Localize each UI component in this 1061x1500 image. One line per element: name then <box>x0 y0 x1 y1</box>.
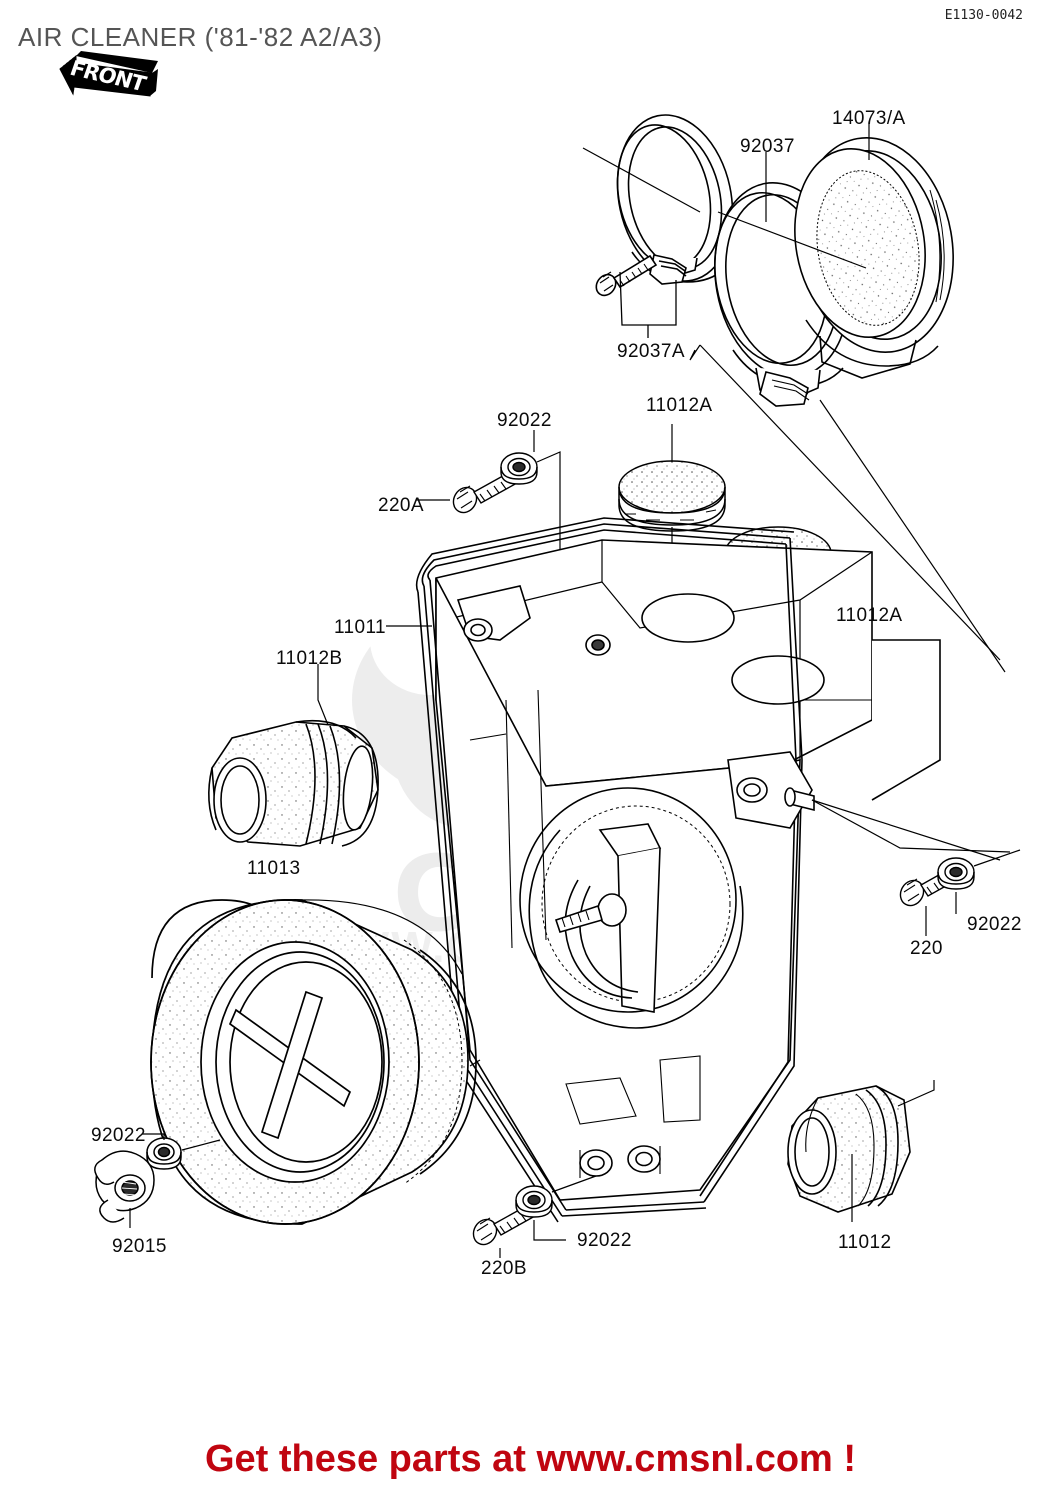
group-element-holder <box>595 114 954 407</box>
callout-11012A-top: 11012A <box>646 395 713 416</box>
callout-11013: 11013 <box>247 858 301 879</box>
washer-92022-left <box>146 1137 182 1170</box>
leaders-right-fasteners <box>925 849 1021 936</box>
clamp-screw-92037A <box>595 254 658 297</box>
callout-92022-right: 92022 <box>967 914 1022 935</box>
element-holder-14073A <box>794 137 954 379</box>
callout-92037A: 92037A <box>617 341 685 362</box>
leader-92037A <box>619 271 677 338</box>
callout-92022-bottom: 92022 <box>577 1230 632 1251</box>
callout-92022-left: 92022 <box>91 1125 146 1146</box>
callout-92022-top: 92022 <box>497 410 552 431</box>
callout-11012B: 11012B <box>276 648 343 669</box>
washer-92022-bottom <box>515 1185 553 1218</box>
callout-11012A-right: 11012A <box>836 605 903 626</box>
housing-11011 <box>415 517 941 1223</box>
wing-nut-92015 <box>94 1150 155 1223</box>
leaders-duct-11012 <box>851 1080 935 1222</box>
callout-14073A: 14073/A <box>832 108 906 129</box>
footer-promo-text: Get these parts at www.cmsnl.com ! <box>204 1438 857 1480</box>
washer-92022-top <box>500 452 538 485</box>
callout-220B: 220B <box>481 1258 527 1279</box>
element-11013 <box>150 899 477 1225</box>
callout-11011: 11011 <box>334 617 387 638</box>
leaders-bottom-fasteners <box>499 1175 597 1258</box>
reference-code: E1130-0042 <box>944 8 1023 23</box>
leaders-housing <box>317 625 1011 861</box>
page-title: AIR CLEANER ('81-'82 A2/A3) <box>18 22 383 52</box>
fastener-220B <box>472 1204 536 1246</box>
duct-11012 <box>787 1085 911 1213</box>
callout-92015: 92015 <box>112 1236 167 1257</box>
callout-11012: 11012 <box>838 1232 892 1253</box>
washer-92022-right <box>937 857 975 890</box>
duct-11012B <box>208 719 379 847</box>
callout-92037: 92037 <box>740 136 795 157</box>
front-arrow-icon <box>59 51 158 97</box>
callout-220: 220 <box>910 938 943 959</box>
leaders-left-fasteners <box>129 1133 221 1228</box>
leaders-top <box>582 122 1006 673</box>
front-direction-badge: FRONT <box>46 36 166 116</box>
cap-11012A-upper <box>618 460 726 532</box>
callout-220A: 220A <box>378 495 424 516</box>
